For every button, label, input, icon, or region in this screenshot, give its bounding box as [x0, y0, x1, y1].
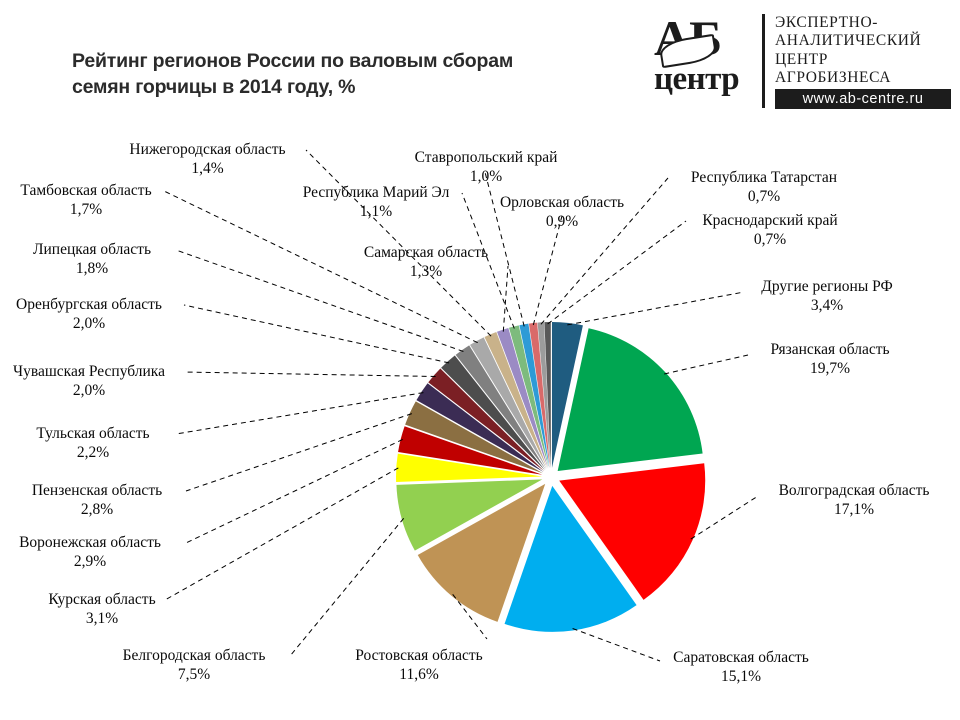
callout-label: Курская область	[48, 591, 156, 608]
callout-value: 11,6%	[399, 666, 439, 683]
logo-mark: АБ центр	[652, 12, 760, 110]
callout-saratovskaya: Саратовская область 15,1%	[655, 648, 827, 686]
callout-lipetskaya: Липецкая область 1,8%	[12, 240, 172, 278]
callout-orenburgskaya: Оренбургская область 2,0%	[0, 295, 178, 333]
pie-slice[interactable]	[417, 483, 546, 622]
callout-value: 7,5%	[177, 666, 211, 683]
callout-label: Нижегородская область	[129, 141, 286, 158]
callout-value: 2,9%	[73, 553, 107, 570]
callout-label: Орловская область	[499, 194, 625, 211]
callout-label: Липецкая область	[32, 241, 152, 258]
callout-kurskaya: Курская область 3,1%	[28, 590, 176, 628]
callout-krasnodarskiy: Краснодарский край 0,7%	[688, 211, 852, 249]
callout-penzenskaya: Пензенская область 2,8%	[14, 481, 180, 519]
callout-label: Тульская область	[36, 425, 150, 442]
callout-drugie-regiony: Другие регионы РФ 3,4%	[748, 277, 906, 315]
page-title: Рейтинг регионов России по валовым сбора…	[72, 50, 514, 98]
pie-slice[interactable]	[537, 322, 551, 469]
callout-value: 1,4%	[191, 160, 224, 177]
callout-label: Тамбовская область	[20, 182, 152, 199]
callout-belgorodskaya: Белгородская область 7,5%	[104, 646, 284, 684]
pie-slice[interactable]	[528, 322, 550, 469]
callout-mariyel: Республика Марий Эл 1,1%	[288, 183, 464, 221]
callout-tatarstan: Республика Татарстан 0,7%	[672, 168, 856, 206]
logo-website-url: www.ab-centre.ru	[775, 89, 951, 109]
callout-label: Чувашская Республика	[13, 363, 165, 380]
callout-ryazanskaya: Рязанская область 19,7%	[752, 340, 908, 378]
pie-slice[interactable]	[455, 345, 546, 470]
pie-slice[interactable]	[441, 355, 546, 471]
callout-value: 1,8%	[75, 260, 109, 277]
pie-slice[interactable]	[519, 323, 550, 469]
callout-value: 19,7%	[809, 360, 851, 377]
callout-voronezhskaya: Воронежская область 2,9%	[2, 533, 178, 571]
callout-label: Республика Татарстан	[690, 169, 838, 186]
logo-tagline: ЭКСПЕРТНО- АНАЛИТИЧЕСКИЙ ЦЕНТР АГРОБИЗНЕ…	[775, 14, 922, 87]
pie-slice[interactable]	[470, 337, 547, 470]
pie-slice[interactable]	[396, 453, 543, 482]
callout-value: 17,1%	[833, 501, 875, 518]
pie-slice[interactable]	[396, 479, 543, 551]
callout-tambovskaya: Тамбовская область 1,7%	[0, 181, 172, 219]
logo-centr-text: центр	[654, 61, 740, 97]
pie-slice[interactable]	[497, 327, 549, 469]
pie-slice[interactable]	[504, 485, 637, 632]
callout-value: 0,7%	[753, 231, 787, 248]
callout-value: 1,7%	[69, 201, 103, 218]
callout-value: 15,1%	[720, 668, 762, 685]
company-logo: АБ центр ЭКСПЕРТНО- АНАЛИТИЧЕСКИЙ ЦЕНТР …	[652, 12, 951, 110]
callout-value: 3,1%	[85, 610, 119, 627]
callout-nizhegorodskaya: Нижегородская область 1,4%	[110, 140, 305, 178]
callout-value: 0,7%	[747, 188, 781, 205]
callout-value: 3,4%	[810, 297, 844, 314]
callout-value: 1,1%	[359, 203, 393, 220]
callout-tulskaya: Тульская область 2,2%	[16, 424, 170, 462]
callout-orlovskaya: Орловская область 0,9%	[484, 193, 640, 231]
callout-label: Республика Марий Эл	[302, 184, 450, 201]
pie-slice[interactable]	[559, 463, 706, 600]
callout-label: Ростовская область	[355, 647, 483, 664]
callout-value: 1,0%	[469, 168, 503, 185]
callout-label: Краснодарский край	[702, 212, 838, 229]
callout-label: Воронежская область	[19, 534, 161, 551]
pie-slice[interactable]	[544, 322, 551, 469]
callout-value: 0,9%	[545, 213, 579, 230]
callout-stavropolskiy: Ставропольский край 1,0%	[400, 148, 572, 186]
callout-label: Пензенская область	[31, 482, 163, 499]
callout-label: Оренбургская область	[16, 296, 162, 313]
callout-rostovskaya: Ростовская область 11,6%	[340, 646, 498, 684]
callout-value: 2,2%	[76, 444, 110, 461]
pie-slice[interactable]	[551, 322, 583, 469]
callout-samarskaya: Самарская область 1,3%	[348, 243, 504, 281]
callout-volgogradskaya: Волгоградская область 17,1%	[762, 481, 946, 519]
pie-slice[interactable]	[484, 331, 548, 469]
callout-label: Рязанская область	[770, 341, 890, 358]
pie-slice[interactable]	[398, 426, 543, 475]
pie-slice[interactable]	[416, 383, 544, 473]
logo-divider	[762, 14, 765, 108]
callout-label: Другие регионы РФ	[761, 278, 893, 295]
pie-slice[interactable]	[508, 325, 549, 469]
callout-label: Саратовская область	[673, 649, 809, 666]
callout-value: 2,0%	[72, 382, 106, 399]
callout-value: 2,0%	[72, 315, 106, 332]
pie-slice[interactable]	[428, 368, 545, 472]
pie-slice[interactable]	[557, 328, 703, 471]
callout-value: 2,8%	[80, 501, 114, 518]
callout-label: Ставропольский край	[414, 149, 558, 166]
callout-label: Волгоградская область	[778, 482, 930, 499]
logo-text-block: ЭКСПЕРТНО- АНАЛИТИЧЕСКИЙ ЦЕНТР АГРОБИЗНЕ…	[775, 12, 951, 110]
callout-label: Самарская область	[363, 244, 489, 261]
callout-chuvashskaya: Чувашская Республика 2,0%	[0, 362, 178, 400]
callout-value: 1,3%	[409, 263, 443, 280]
pie-slice[interactable]	[405, 401, 543, 474]
callout-label: Белгородская область	[122, 647, 266, 664]
